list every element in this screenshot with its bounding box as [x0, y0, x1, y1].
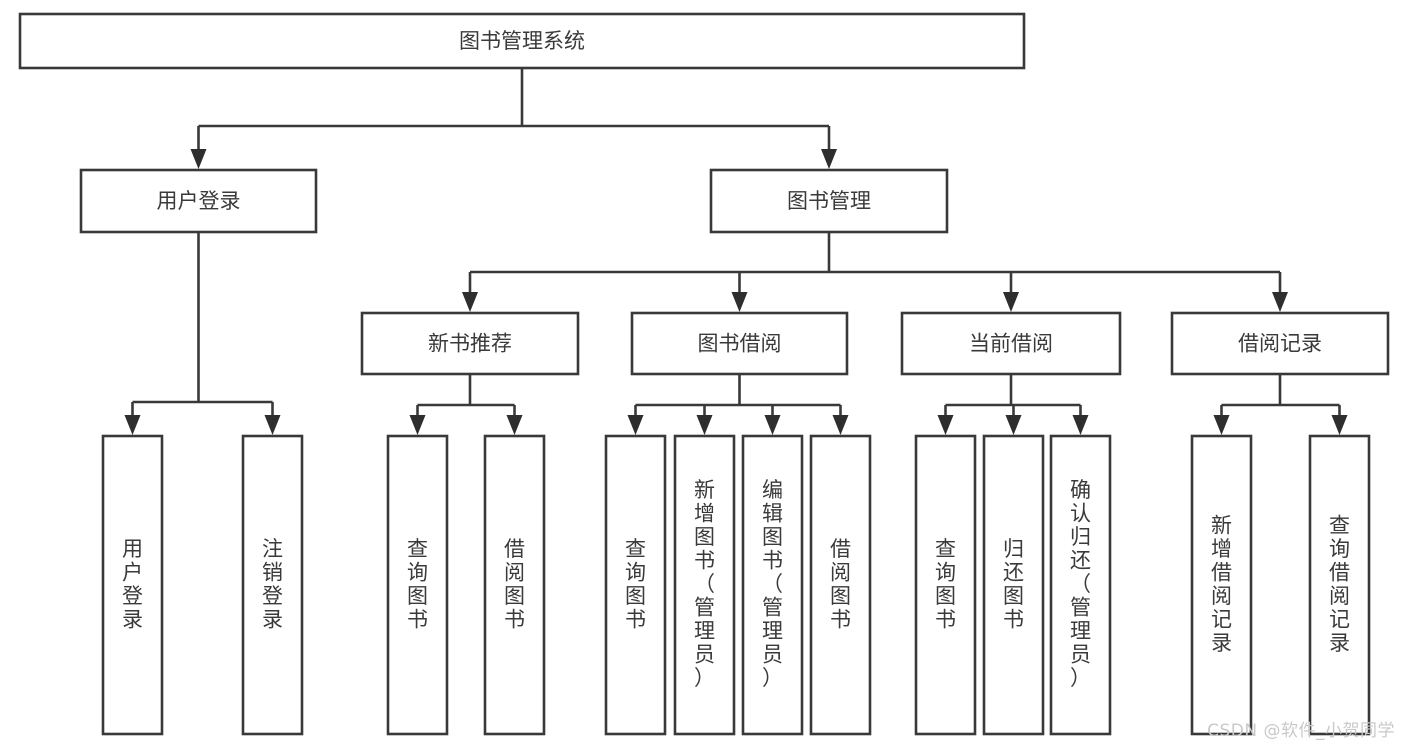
- node-label: 新增图书（管理员）: [694, 478, 715, 690]
- node-box[interactable]: [604, 434, 667, 736]
- node-current[interactable]: 当前借阅: [900, 311, 1122, 376]
- node-box[interactable]: [360, 311, 580, 376]
- node-box[interactable]: [386, 434, 449, 736]
- node-box[interactable]: [741, 434, 804, 736]
- node-leaf-bw-edit[interactable]: 编辑图书（管理员）: [741, 434, 804, 736]
- arrow-head-icon: [409, 415, 426, 435]
- node-label: 用户登录: [122, 537, 143, 632]
- node-label: 借阅图书: [504, 537, 525, 632]
- node-records[interactable]: 借阅记录: [1170, 311, 1390, 376]
- arrow-head-icon: [731, 292, 748, 312]
- arrow-head-icon: [506, 415, 523, 435]
- node-label: 新书推荐: [428, 332, 512, 356]
- node-box[interactable]: [1190, 434, 1253, 736]
- connector-group-newbook: [409, 374, 523, 435]
- arrow-head-icon: [462, 292, 478, 312]
- node-leaf-rec-add[interactable]: 新增借阅记录: [1190, 434, 1253, 736]
- node-box[interactable]: [1308, 434, 1371, 736]
- node-box[interactable]: [1049, 434, 1112, 736]
- node-box[interactable]: [709, 168, 949, 234]
- node-label: 新增借阅记录: [1211, 513, 1232, 655]
- connector-group-current: [937, 374, 1089, 435]
- node-leaf-bw-query[interactable]: 查询图书: [604, 434, 667, 736]
- node-leaf-bw-add[interactable]: 新增图书（管理员）: [673, 434, 736, 736]
- node-leaf-cur-return[interactable]: 归还图书: [982, 434, 1045, 736]
- node-box[interactable]: [982, 434, 1045, 736]
- node-label: 图书借阅: [698, 332, 782, 356]
- node-box[interactable]: [809, 434, 872, 736]
- node-label: 借阅记录: [1238, 332, 1322, 356]
- arrow-head-icon: [190, 149, 207, 169]
- node-leaf-nb-borrow[interactable]: 借阅图书: [483, 434, 546, 736]
- node-label: 查询图书: [625, 537, 646, 632]
- node-newbook[interactable]: 新书推荐: [360, 311, 580, 376]
- node-leaf-cur-confirm[interactable]: 确认归还（管理员）: [1049, 434, 1112, 736]
- node-label: 用户登录: [157, 189, 241, 213]
- node-label: 查询图书: [407, 537, 428, 632]
- node-borrow[interactable]: 图书借阅: [630, 311, 849, 376]
- arrow-head-icon: [764, 415, 781, 435]
- arrow-head-icon: [1005, 415, 1022, 435]
- node-box[interactable]: [673, 434, 736, 736]
- node-box[interactable]: [914, 434, 977, 736]
- node-leaf-nb-query[interactable]: 查询图书: [386, 434, 449, 736]
- node-login[interactable]: 用户登录: [79, 168, 318, 234]
- node-leaf-user-login[interactable]: 用户登录: [101, 434, 164, 736]
- node-label: 查询图书: [935, 537, 956, 632]
- node-label: 编辑图书（管理员）: [762, 478, 783, 690]
- node-leaf-bw-borrow[interactable]: 借阅图书: [809, 434, 872, 736]
- arrow-head-icon: [1213, 415, 1230, 435]
- node-label: 图书管理系统: [459, 29, 585, 53]
- arrow-head-icon: [1272, 292, 1288, 312]
- node-leaf-cur-query[interactable]: 查询图书: [914, 434, 977, 736]
- arrow-head-icon: [696, 415, 713, 435]
- connector-group-root: [190, 68, 837, 169]
- node-box[interactable]: [79, 168, 318, 234]
- connector-layer: [124, 68, 1348, 435]
- node-box[interactable]: [483, 434, 546, 736]
- node-leaf-user-logout[interactable]: 注销登录: [241, 434, 304, 736]
- node-bookmgmt[interactable]: 图书管理: [709, 168, 949, 234]
- node-root[interactable]: 图书管理系统: [18, 12, 1026, 70]
- node-label: 当前借阅: [969, 332, 1053, 356]
- node-box[interactable]: [900, 311, 1122, 376]
- connector-group-login: [124, 232, 281, 435]
- node-label: 查询借阅记录: [1329, 513, 1350, 655]
- node-box[interactable]: [241, 434, 304, 736]
- node-box[interactable]: [630, 311, 849, 376]
- node-layer: 图书管理系统用户登录图书管理新书推荐图书借阅当前借阅借阅记录用户登录注销登录查询…: [18, 12, 1390, 736]
- arrow-head-icon: [124, 415, 141, 435]
- arrow-head-icon: [1072, 415, 1089, 435]
- node-label: 图书管理: [787, 189, 871, 213]
- connector-group-bookmgmt: [462, 232, 1288, 312]
- connector-group-borrow: [627, 374, 849, 435]
- arrow-head-icon: [832, 415, 849, 435]
- node-box[interactable]: [1170, 311, 1390, 376]
- arrow-head-icon: [1003, 292, 1019, 312]
- node-label: 注销登录: [262, 537, 283, 632]
- watermark-label: CSDN @软件_小贺同学: [1207, 721, 1395, 741]
- node-label: 借阅图书: [830, 537, 851, 632]
- node-leaf-rec-query[interactable]: 查询借阅记录: [1308, 434, 1371, 736]
- node-label: 归还图书: [1003, 537, 1024, 632]
- arrow-head-icon: [1331, 415, 1348, 435]
- node-label: 确认归还（管理员）: [1070, 478, 1091, 690]
- arrow-head-icon: [821, 149, 837, 169]
- arrow-head-icon: [627, 415, 644, 435]
- node-box[interactable]: [18, 12, 1026, 70]
- node-box[interactable]: [101, 434, 164, 736]
- arrow-head-icon: [264, 415, 281, 435]
- connector-group-records: [1213, 374, 1348, 435]
- arrow-head-icon: [937, 415, 954, 435]
